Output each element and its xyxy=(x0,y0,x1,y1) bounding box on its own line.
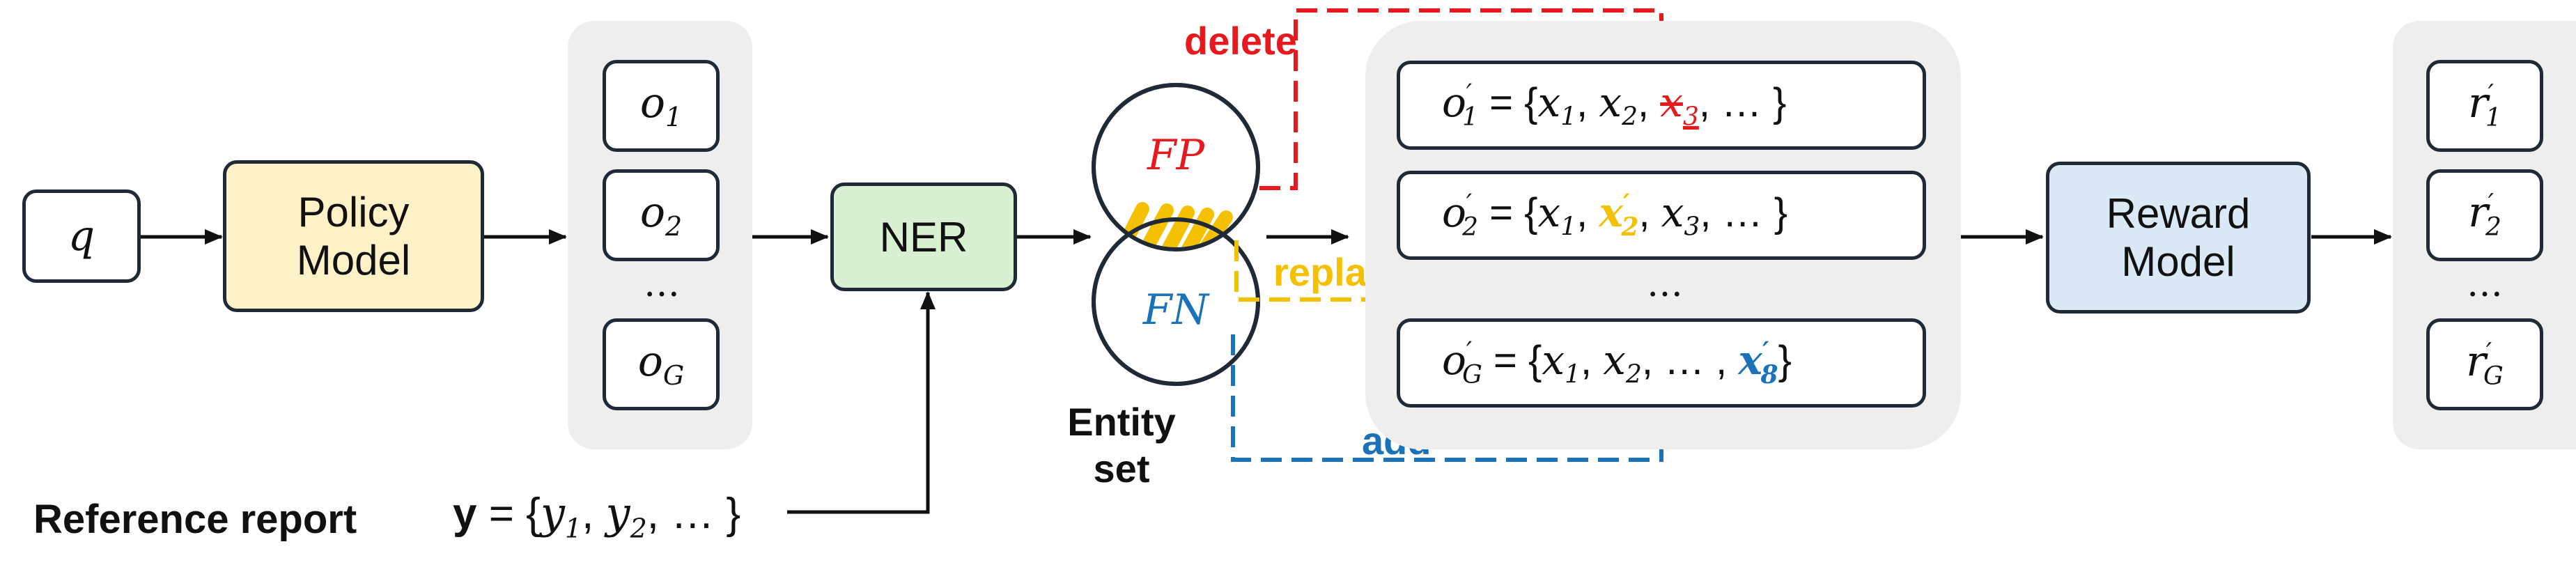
output-o2-base: o xyxy=(639,187,665,237)
rowG-x8-sub: 8 xyxy=(1760,359,1778,389)
row2-x2p: x xyxy=(1599,189,1623,237)
query-label: q xyxy=(68,211,95,261)
reward-rG-box: r′G xyxy=(2426,318,2543,410)
rowG-x8-prime: ′ xyxy=(1762,336,1769,366)
row2-tail: , … } xyxy=(1700,190,1788,236)
output-o1-sub: 1 xyxy=(665,101,683,132)
modified-rowG-box: o′G = {x1, x2, … , x′8} xyxy=(1397,318,1926,408)
policy-model-line2: Model xyxy=(296,237,411,284)
rowG-x1-sub: 1 xyxy=(1565,360,1581,389)
query-box: q xyxy=(22,189,141,283)
fp-label: FP xyxy=(1147,131,1204,180)
reward-rG-base: r xyxy=(2466,336,2486,386)
row2-eq: = { xyxy=(1478,190,1538,236)
row1-prime: ′ xyxy=(1466,79,1473,109)
output-o1-box: o1 xyxy=(603,60,720,152)
entity-set-label: Entity set xyxy=(1052,398,1191,492)
rowG-x2-sub: 2 xyxy=(1625,360,1642,389)
reward-model-line1: Reward xyxy=(2106,190,2251,237)
row1-x1: x xyxy=(1537,79,1561,127)
row1-x2-sub: 2 xyxy=(1622,102,1638,132)
row2-x2p-prime: ′ xyxy=(1622,189,1630,219)
arrow-reference-to-ner xyxy=(787,291,936,514)
reward-r2-prime: ′ xyxy=(2488,189,2494,218)
rowG-mid: , … , xyxy=(1641,338,1739,384)
row2-sep2: , xyxy=(1638,190,1661,236)
rowG-x8-added: x′8 xyxy=(1738,336,1778,389)
output-o2-sub: 2 xyxy=(665,210,683,242)
reference-y1-sub: 1 xyxy=(564,513,582,544)
output-oG-base: o xyxy=(637,336,663,386)
row2-x2-replaced: x′2 xyxy=(1599,189,1638,242)
reference-y1: y xyxy=(540,488,565,539)
policy-model-line1: Policy xyxy=(297,189,410,235)
reference-set: y = {y1, y2, … } xyxy=(453,488,740,543)
reference-tail: , … } xyxy=(646,490,741,538)
row1-x3-sub: 3 xyxy=(1682,102,1699,132)
rowG-eq: = { xyxy=(1482,338,1542,384)
output-oG-sub: G xyxy=(662,359,685,391)
rowG-prime: ′ xyxy=(1466,337,1473,366)
fn-label: FN xyxy=(1142,286,1209,334)
reference-eq: = { xyxy=(476,490,541,538)
output-o2-box: o2 xyxy=(603,169,720,261)
rowG-x1: x xyxy=(1542,336,1565,385)
rowG-sub: G xyxy=(1462,360,1482,389)
reward-r2-base: r xyxy=(2468,187,2488,237)
reward-r1-base: r xyxy=(2468,78,2488,127)
row2-x3: x xyxy=(1661,189,1684,237)
row1-x2: x xyxy=(1599,79,1622,127)
row2-x3-sub: 3 xyxy=(1684,212,1700,242)
modified-ellipsis: … xyxy=(1647,263,1683,305)
rowG-x2: x xyxy=(1603,336,1626,385)
reward-r2-sub: 2 xyxy=(2485,212,2501,242)
reward-r1-prime: ′ xyxy=(2488,79,2494,109)
delete-label: delete xyxy=(1184,19,1297,63)
reference-y2-sub: 2 xyxy=(630,513,647,544)
modified-row1-box: o′1 = {x1, x2, x3, … } xyxy=(1397,61,1926,150)
row1-sep2: , xyxy=(1637,80,1661,126)
entity-set-line2: set xyxy=(1093,447,1150,491)
row2-sub: 2 xyxy=(1462,212,1479,242)
row1-x1-sub: 1 xyxy=(1560,102,1577,132)
rowG-x8: x xyxy=(1738,336,1763,385)
reward-rG-sub: G xyxy=(2483,362,2504,391)
rowG-sep1: , xyxy=(1580,338,1604,384)
modified-row2-box: o′2 = {x1, x′2, x3, … } xyxy=(1397,171,1926,260)
reward-model-line2: Model xyxy=(2121,238,2235,285)
ner-label: NER xyxy=(879,213,968,261)
output-o1-base: o xyxy=(639,78,665,127)
reference-y2: y xyxy=(605,488,630,539)
reward-r1-sub: 1 xyxy=(2485,103,2501,132)
reference-sep: , xyxy=(582,490,606,538)
row2-x1-sub: 1 xyxy=(1560,212,1577,242)
row1-x3-deleted: x3 xyxy=(1660,79,1699,132)
row2-prime: ′ xyxy=(1466,189,1473,219)
rewards-ellipsis: … xyxy=(2467,263,2503,305)
rowG-tail: } xyxy=(1778,338,1792,384)
reward-r1-box: r′1 xyxy=(2426,60,2543,152)
policy-model-box: Policy Model xyxy=(223,160,484,312)
add-path xyxy=(1231,334,1669,462)
row2-sep1: , xyxy=(1576,190,1599,236)
row1-sub: 1 xyxy=(1462,102,1479,132)
reward-rG-prime: ′ xyxy=(2485,338,2492,367)
entity-set-line1: Entity xyxy=(1067,400,1176,444)
row1-sep1: , xyxy=(1576,80,1599,126)
row2-x2p-sub: 2 xyxy=(1621,212,1639,242)
outputs-ellipsis: … xyxy=(644,263,680,305)
row2-x1: x xyxy=(1537,189,1561,237)
row1-eq: = { xyxy=(1478,80,1538,126)
reward-r2-box: r′2 xyxy=(2426,169,2543,261)
row1-tail: , … } xyxy=(1698,80,1787,126)
reward-model-box: Reward Model xyxy=(2046,162,2311,313)
output-oG-box: oG xyxy=(603,318,720,410)
reference-y-bold: y xyxy=(453,490,477,538)
row1-x3: x xyxy=(1660,79,1683,127)
ner-box: NER xyxy=(830,183,1017,291)
reference-report-label: Reference report xyxy=(33,497,357,542)
